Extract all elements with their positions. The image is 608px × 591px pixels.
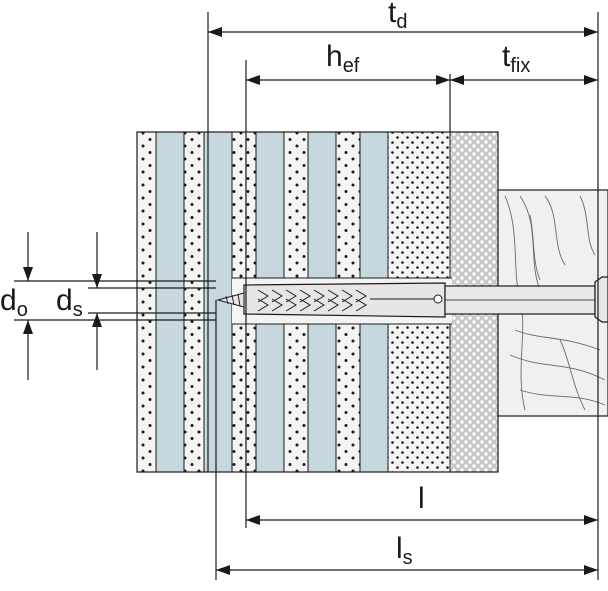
- brick-web-2: [184, 132, 204, 472]
- screw-tip: [216, 292, 245, 308]
- dimension-lines: [14, 12, 599, 580]
- anchor-chevrons: [257, 289, 367, 312]
- frame-anchor: [216, 276, 608, 323]
- screw-head: [594, 276, 608, 323]
- do-label: do: [0, 284, 28, 321]
- arrowheads: [23, 27, 598, 575]
- tfix-label: tfix: [502, 40, 530, 77]
- anchor-ring: [433, 294, 443, 304]
- l-label: l: [418, 482, 425, 515]
- ds-label: ds: [56, 284, 83, 321]
- brick-web-1: [137, 132, 156, 472]
- hef-label: hef: [326, 40, 360, 77]
- cavity-1: [156, 132, 184, 472]
- td-label: td: [388, 0, 407, 33]
- screw-thread: [225, 293, 241, 307]
- ls-label: ls: [396, 532, 413, 569]
